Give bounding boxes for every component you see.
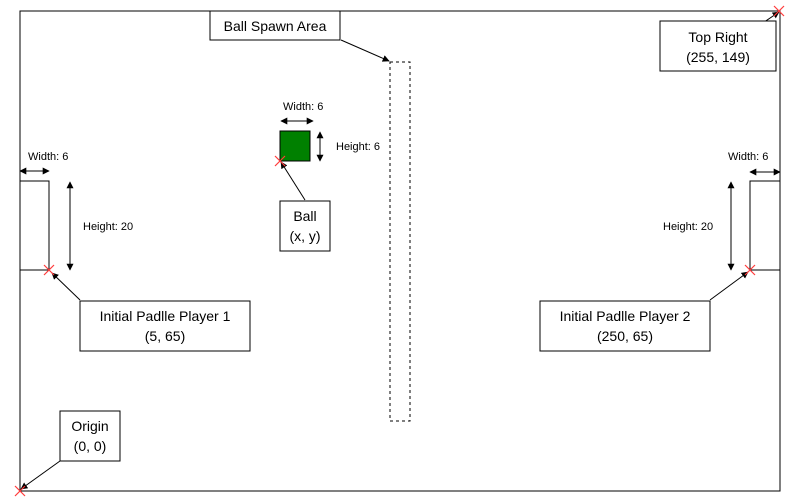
spawn-area-pointer	[340, 39, 390, 62]
top-right-title: Top Right	[688, 29, 747, 45]
paddle-player-1	[19, 180, 50, 271]
ball-spawn-area	[389, 61, 411, 422]
ball-width-label: Width: 6	[283, 101, 323, 113]
top-right-coords: (255, 149)	[686, 49, 750, 65]
paddle1-callout	[79, 300, 251, 352]
ball-coords: (x, y)	[289, 228, 320, 244]
origin-title: Origin	[71, 418, 108, 434]
origin-pointer	[20, 460, 61, 490]
origin-coords: (0, 0)	[74, 438, 107, 454]
game-field	[19, 10, 781, 492]
paddle1-corner-marker-icon	[43, 264, 55, 276]
paddle-player-2	[749, 180, 781, 271]
paddle2-height-label: Height: 20	[663, 221, 713, 233]
paddle2-corner-marker-icon	[744, 264, 756, 276]
ball-height-label: Height: 6	[336, 141, 380, 153]
top-right-marker-icon	[773, 5, 785, 17]
paddle2-title: Initial Padlle Player 2	[560, 308, 691, 324]
paddle1-coords: (5, 65)	[145, 328, 185, 344]
paddle2-coords: (250, 65)	[597, 328, 653, 344]
ball-callout	[279, 200, 331, 252]
paddle1-width-label: Width: 6	[28, 151, 68, 163]
paddle1-title: Initial Padlle Player 1	[100, 308, 231, 324]
ball-pointer	[280, 161, 306, 201]
paddle1-height-label: Height: 20	[83, 221, 133, 233]
origin-callout	[59, 410, 121, 462]
ball-corner-marker-icon	[274, 155, 286, 167]
paddle2-pointer	[709, 271, 749, 301]
spawn-area-callout	[209, 10, 341, 41]
spawn-area-label: Ball Spawn Area	[224, 18, 327, 34]
paddle2-width-label: Width: 6	[728, 151, 768, 163]
paddle1-pointer	[51, 272, 81, 301]
ball-title: Ball	[293, 208, 316, 224]
origin-marker-icon	[14, 485, 26, 497]
paddle2-callout	[539, 300, 711, 352]
top-right-callout	[659, 20, 777, 72]
